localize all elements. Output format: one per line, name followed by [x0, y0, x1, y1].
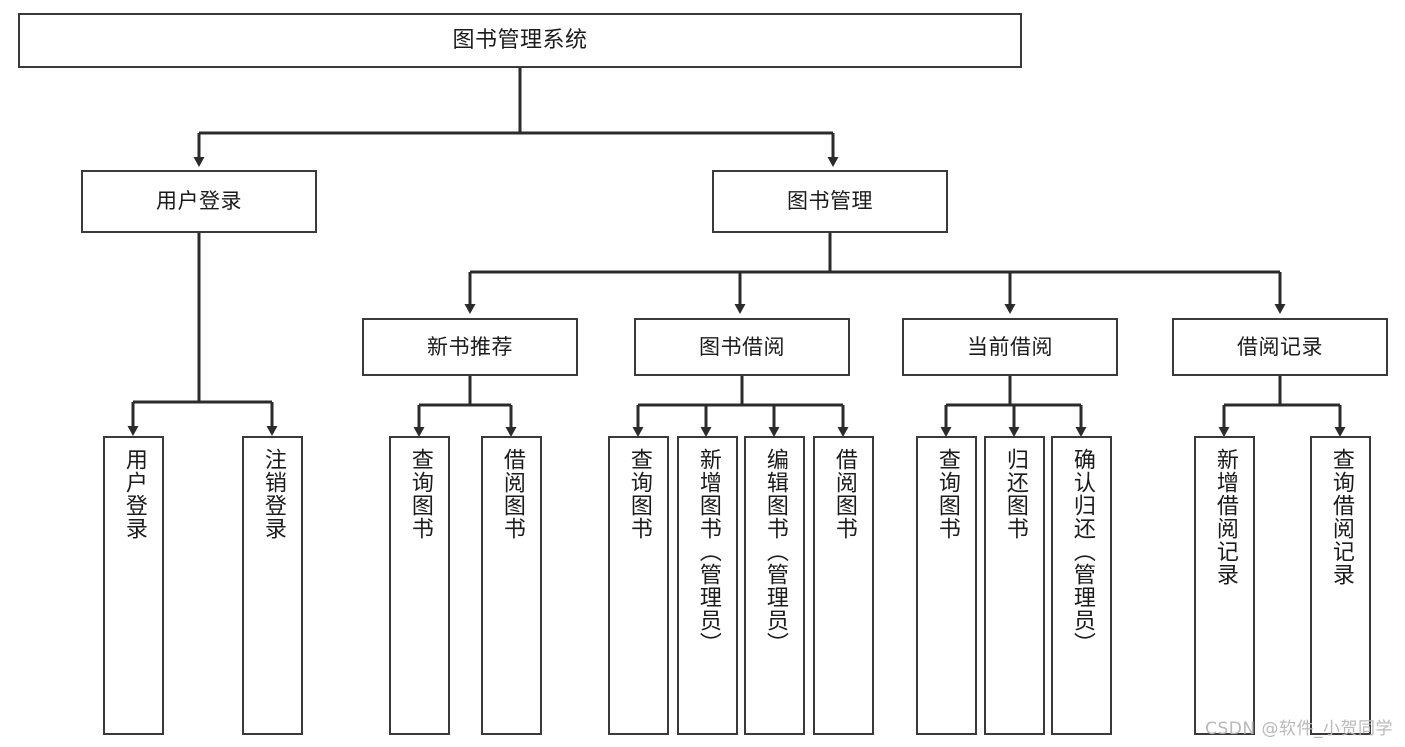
node-label: 新书推荐 — [427, 334, 513, 359]
node-label: 用户登录 — [156, 189, 242, 214]
node-label: 查询图书 — [626, 448, 652, 540]
node-book-management[interactable]: 图书管理 — [712, 170, 948, 233]
node-borrow-record[interactable]: 借阅记录 — [1172, 318, 1388, 376]
node-label: 确认归还（管理员） — [1069, 448, 1095, 655]
leaf-current-query-book[interactable]: 查询图书 — [916, 436, 977, 735]
node-book-borrow[interactable]: 图书借阅 — [634, 318, 850, 376]
node-label: 当前借阅 — [967, 334, 1053, 359]
node-label: 编辑图书（管理员） — [762, 448, 788, 655]
node-label: 图书管理系统 — [452, 27, 588, 53]
leaf-borrow-borrow-book[interactable]: 借阅图书 — [813, 436, 874, 735]
node-label: 借阅记录 — [1237, 334, 1323, 359]
node-label: 新增借阅记录 — [1212, 448, 1238, 586]
leaf-user-login-logout[interactable]: 注销登录 — [242, 436, 303, 735]
node-label: 借阅图书 — [831, 448, 857, 540]
leaf-recommend-borrow-book[interactable]: 借阅图书 — [481, 436, 542, 735]
leaf-recommend-query-book[interactable]: 查询图书 — [389, 436, 450, 735]
leaf-record-query-record[interactable]: 查询借阅记录 — [1310, 436, 1371, 735]
node-label: 新增图书（管理员） — [695, 448, 721, 655]
csdn-watermark: CSDN @软件_小贺同学 — [1205, 719, 1393, 739]
leaf-user-login-login[interactable]: 用户登录 — [103, 436, 164, 735]
leaf-current-confirm-return-admin[interactable]: 确认归还（管理员） — [1051, 436, 1112, 735]
leaf-borrow-query-book[interactable]: 查询图书 — [608, 436, 669, 735]
node-label: 查询图书 — [934, 448, 960, 540]
leaf-borrow-edit-book-admin[interactable]: 编辑图书（管理员） — [744, 436, 805, 735]
node-new-book-recommend[interactable]: 新书推荐 — [362, 318, 578, 376]
leaf-current-return-book[interactable]: 归还图书 — [984, 436, 1045, 735]
node-label: 图书管理 — [787, 189, 873, 214]
leaf-record-add-record[interactable]: 新增借阅记录 — [1194, 436, 1255, 735]
node-current-borrow[interactable]: 当前借阅 — [902, 318, 1118, 376]
node-label: 注销登录 — [260, 448, 286, 540]
node-label: 归还图书 — [1002, 448, 1028, 540]
leaf-borrow-add-book-admin[interactable]: 新增图书（管理员） — [677, 436, 738, 735]
node-root-system[interactable]: 图书管理系统 — [18, 13, 1022, 68]
node-label: 查询图书 — [407, 448, 433, 540]
node-label: 图书借阅 — [699, 334, 785, 359]
node-label: 借阅图书 — [499, 448, 525, 540]
node-user-login[interactable]: 用户登录 — [81, 170, 317, 233]
node-label: 用户登录 — [121, 448, 147, 540]
node-label: 查询借阅记录 — [1328, 448, 1354, 586]
